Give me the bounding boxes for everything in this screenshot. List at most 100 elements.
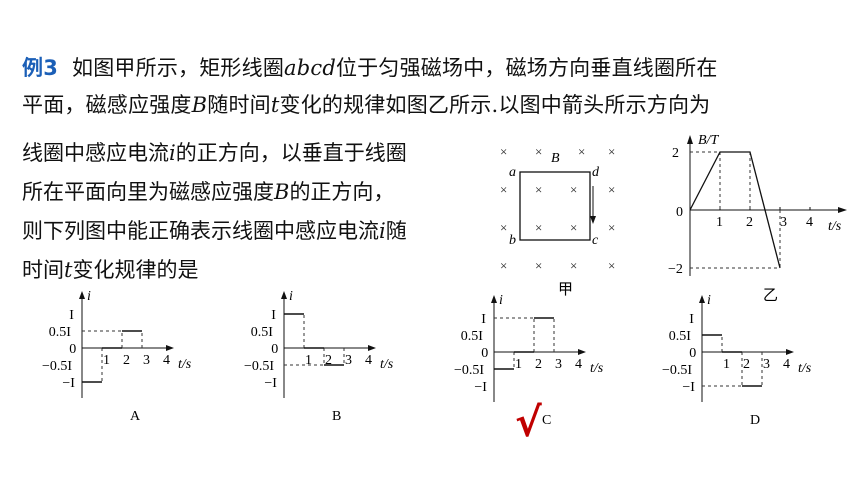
yi-ytick-label: −2 (668, 262, 683, 277)
question-line-6: 时间t变化规律的是 (22, 258, 199, 282)
i-tick-label: −0.5I (454, 363, 484, 378)
yi-xlabel: t/s (828, 219, 842, 234)
t-axis-label: t/s (178, 357, 192, 372)
yi-y-arrow (687, 135, 693, 144)
field-cross: × (500, 144, 507, 159)
field-cross: × (608, 258, 615, 273)
question-line-5: 则下列图中能正确表示线圈中感应电流i随 (22, 219, 407, 243)
option-caption: A (130, 409, 141, 424)
corner-b: b (509, 233, 516, 248)
yi-ylabel: B/T (698, 133, 719, 148)
i-tick-label: −0.5I (662, 363, 692, 378)
yi-xtick-label: 2 (746, 215, 753, 230)
field-cross: × (535, 182, 542, 197)
field-cross: × (535, 144, 542, 159)
t-tick-label: 2 (535, 357, 542, 372)
i-tick-label: −I (474, 380, 487, 395)
i-axis-arrow (699, 295, 705, 303)
field-cross: × (535, 258, 542, 273)
t-axis-label: t/s (590, 361, 604, 376)
i-axis-label: i (499, 293, 503, 308)
option-caption: C (542, 413, 551, 428)
t-tick-label: 4 (575, 357, 582, 372)
t-tick-label: 3 (763, 357, 770, 372)
i-tick-label: −I (62, 376, 75, 391)
t-tick-label: 3 (345, 353, 352, 368)
t-tick-label: 1 (723, 357, 730, 372)
t-axis-arrow (368, 345, 376, 351)
field-cross: × (608, 220, 615, 235)
i-tick-label: −I (682, 380, 695, 395)
t-axis-arrow (786, 349, 794, 355)
i-axis-arrow (491, 295, 497, 303)
question-line-4: 所在平面向里为磁感应强度B的正方向， (22, 180, 395, 204)
t-axis-arrow (166, 345, 174, 351)
i-tick-label: 0 (271, 342, 278, 357)
field-crosses: × × × × × × × × × × × × × × × × (500, 144, 615, 273)
field-cross: × (608, 144, 615, 159)
i-axis-arrow (281, 291, 287, 299)
i-axis-label: i (87, 289, 91, 304)
field-cross: × (570, 220, 577, 235)
option-caption: B (332, 409, 341, 424)
yi-xtick-label: 3 (780, 215, 787, 230)
current-arrowhead (590, 216, 596, 224)
field-cross: × (578, 144, 585, 159)
question-line-2: 平面，磁感应强度B随时间t变化的规律如图乙所示.以图中箭头所示方向为 (22, 93, 711, 117)
t-tick-label: 3 (555, 357, 562, 372)
yi-ytick-label: 2 (672, 146, 679, 161)
yi-xtick-label: 4 (806, 215, 813, 230)
i-tick-label: 0.5I (461, 329, 484, 344)
question-line-3: 线圈中感应电流i的正方向，以垂直于线圈 (22, 141, 407, 165)
corner-d: d (592, 165, 600, 180)
figure-jia-caption: 甲 (558, 282, 573, 296)
t-tick-label: 1 (305, 353, 312, 368)
field-label: B (551, 151, 560, 166)
field-cross: × (570, 182, 577, 197)
yi-x-arrow (838, 207, 847, 213)
field-cross: × (535, 220, 542, 235)
t-tick-label: 4 (365, 353, 372, 368)
i-tick-label: 0.5I (49, 325, 72, 340)
yi-origin: 0 (676, 205, 683, 220)
t-tick-label: 4 (783, 357, 790, 372)
field-cross: × (570, 258, 577, 273)
i-tick-label: 0 (689, 346, 696, 361)
i-tick-label: I (689, 312, 694, 327)
field-cross: × (608, 182, 615, 197)
t-axis-label: t/s (380, 357, 394, 372)
t-tick-label: 3 (143, 353, 150, 368)
i-tick-label: 0.5I (251, 325, 273, 340)
t-axis-label: t/s (798, 361, 812, 376)
i-axis-label: i (707, 293, 711, 308)
i-tick-label: −0.5I (244, 359, 274, 374)
yi-guides (690, 151, 781, 269)
yi-b-curve (689, 151, 781, 269)
i-tick-label: I (69, 308, 74, 323)
i-tick-label: I (481, 312, 486, 327)
example-label: 例3 (22, 56, 59, 80)
i-tick-label: 0 (481, 346, 488, 361)
figure-jia: × × × × × × × × × × × × × × × × B a b c … (500, 144, 615, 296)
corner-c: c (592, 233, 599, 248)
t-tick-label: 2 (325, 353, 332, 368)
i-tick-label: 0.5I (669, 329, 692, 344)
correct-answer-checkmark: √ (515, 400, 542, 446)
t-tick-label: 4 (163, 353, 170, 368)
corner-a: a (509, 165, 516, 180)
field-cross: × (500, 182, 507, 197)
i-tick-label: −0.5I (42, 359, 72, 374)
t-tick-label: 2 (743, 357, 750, 372)
option-caption: D (750, 413, 760, 428)
field-cross: × (500, 220, 507, 235)
i-tick-label: −I (264, 376, 277, 391)
t-tick-label: 1 (515, 357, 522, 372)
i-tick-label: 0 (69, 342, 76, 357)
field-cross: × (500, 258, 507, 273)
